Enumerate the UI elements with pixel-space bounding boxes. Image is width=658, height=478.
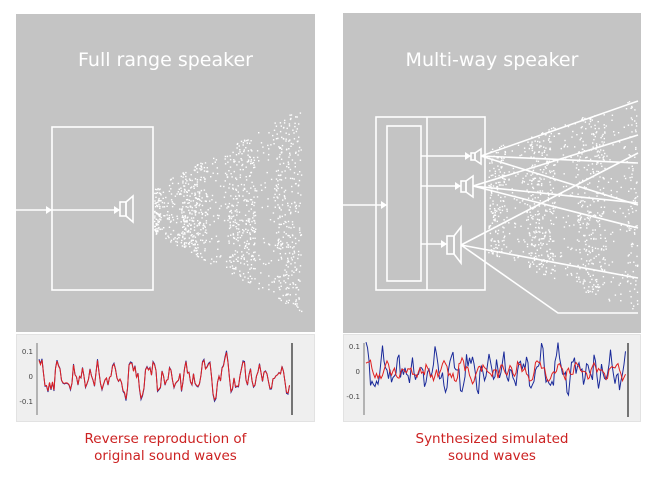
red-waveform xyxy=(38,352,290,401)
full-range-diagram xyxy=(16,112,303,313)
crossover-filter xyxy=(386,125,422,282)
tick-label: -0.1 xyxy=(19,398,33,406)
sound-wave-dots xyxy=(154,112,303,313)
full-range-title: Full range speaker xyxy=(78,49,253,71)
multi-way-waveform-plot: 0.1 0 -0.1 xyxy=(343,334,641,422)
multi-way-panel: Multi-way speaker xyxy=(343,13,641,333)
multi-way-title: Multi-way speaker xyxy=(405,49,579,71)
full-range-driver xyxy=(125,194,134,224)
caption-line: Reverse reproduction of xyxy=(84,431,247,447)
tick-label: -0.1 xyxy=(346,393,360,401)
tick-label: 0.1 xyxy=(349,343,360,351)
caption-line: sound waves xyxy=(448,448,536,464)
tick-label: 0 xyxy=(356,368,360,376)
multi-way-diagram xyxy=(343,100,639,314)
caption-line: original sound waves xyxy=(94,448,237,464)
full-range-waveform-plot: 0.1 0 -0.1 xyxy=(16,334,315,422)
blue-waveform xyxy=(38,350,290,403)
tick-label: 0 xyxy=(29,373,33,381)
midrange-driver xyxy=(465,174,474,199)
full-range-amp-box xyxy=(51,126,154,291)
sound-wave-dots xyxy=(488,101,639,310)
full-range-panel: Full range speaker xyxy=(16,14,315,332)
tweeter-driver xyxy=(474,147,482,166)
woofer-driver xyxy=(453,224,462,266)
multi-way-caption: Synthesized simulated sound waves xyxy=(343,431,641,465)
red-waveform xyxy=(365,356,626,385)
caption-line: Synthesized simulated xyxy=(415,431,569,447)
tick-label: 0.1 xyxy=(22,348,33,356)
blue-waveform xyxy=(365,341,626,397)
full-range-caption: Reverse reproduction of original sound w… xyxy=(16,431,315,465)
crossover-box xyxy=(375,116,486,291)
